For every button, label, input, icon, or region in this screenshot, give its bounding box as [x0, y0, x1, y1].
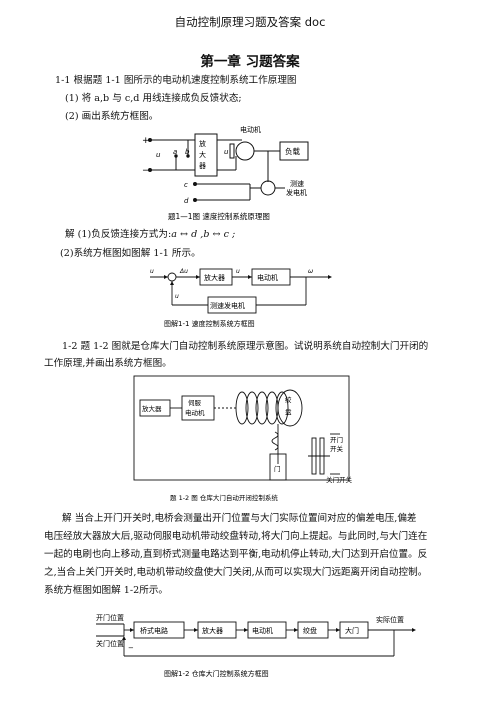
answer1-prefix: 解 (1)负反馈连接方式为:: [65, 229, 172, 240]
fig2-caption: 题 1-2 图 仓库大门自动开闭控制系统: [170, 493, 278, 502]
door-box: [269, 453, 287, 481]
amp-block-label: 放大器: [204, 273, 225, 282]
terminal-a: a: [173, 148, 177, 156]
motor-label: 电动机: [240, 126, 261, 134]
q1-answer1: 解 (1)负反馈连接方式为:a ↔ d ,b ↔ c ;: [65, 228, 235, 242]
amplifier-box: [194, 133, 218, 177]
tacho-circle: [260, 180, 276, 196]
speed-control-circuit-figure: + − u a b 放 大 器 u 电动机 负载 测速 发电机 c d 题1—1…: [142, 126, 309, 221]
drum-label-2: 盘: [285, 407, 292, 416]
ur-label: u: [156, 151, 161, 159]
door2-label: 大门: [345, 626, 359, 635]
tacho-block-label: 测速发电机: [210, 301, 245, 310]
feedback-minus: −: [128, 644, 134, 652]
answer1-formula: a ↔ d ,b ↔ c ;: [171, 229, 236, 240]
chapter-title: 第一章 习题答案: [200, 54, 300, 70]
ua-label: u: [224, 148, 229, 156]
terminal-c: c: [184, 181, 188, 189]
motor-circle: [235, 141, 255, 161]
minus-sign: −: [142, 166, 150, 176]
servo-label-1: 伺服: [188, 399, 202, 407]
q2-answer-line: 电压经放大器放大后,驱动伺服电动机带动绞盘转动,将大门向上提起。与此同时,与大门…: [44, 531, 428, 542]
q2-text-line2: 工作原理,并画出系统方框图。: [44, 358, 172, 369]
open-switch-label-1: 开门: [330, 435, 343, 444]
plus-sign: +: [142, 136, 150, 146]
load-label: 负载: [285, 146, 300, 156]
q1-answer2: (2)系统方框图如图解 1-1 所示。: [60, 248, 201, 259]
tacho-label-2: 发电机: [286, 188, 307, 197]
uf-label: u: [175, 293, 179, 300]
q1-item2: (2) 画出系统方框图。: [65, 111, 159, 122]
amp-char-3: 器: [199, 162, 206, 170]
amp-char-2: 大: [199, 150, 206, 159]
open-switch-label-2: 开关: [330, 444, 344, 453]
close-switch-label: 关门开关: [326, 475, 353, 484]
close-pos-label: 关门位置: [96, 639, 124, 648]
servo-label-2: 电动机: [185, 408, 205, 417]
speed-control-block-diagram: u Δu u ω u 放大器 电动机 测速发电机 图解1-1 速度控制系统方框图: [150, 268, 332, 328]
q2-answer-line: 系统方框图如图解 1-2所示。: [44, 585, 169, 596]
terminal-d: d: [184, 197, 189, 205]
bridge-label: 桥式电路: [140, 626, 168, 635]
q1-item1: (1) 将 a,b 与 c,d 用线连接成负反馈状态;: [65, 93, 242, 104]
motor2-label: 电动机: [252, 626, 273, 635]
actual-pos-label: 实际位置: [376, 615, 404, 624]
q2-answer-line: 一起的电刷也向上移动,直到桥式测量电路达到平衡,电动机停止转动,大门达到开启位置…: [44, 549, 428, 560]
q1-text: 1-1 根据题 1-1 图所示的电动机速度控制系统工作原理图: [55, 75, 297, 86]
warehouse-door-figure: 放大器 伺服 电动机 绞 盘 门 开门 开关 关门开关 题 1-2 图 仓库大门…: [133, 375, 353, 502]
omega-label: ω: [308, 268, 313, 275]
load-box: [279, 141, 309, 161]
drum2-label: 绞盘: [303, 626, 317, 635]
sum-junction: [167, 272, 177, 282]
motor-block-label: 电动机: [257, 273, 278, 282]
ua-block-label: u: [236, 268, 240, 275]
block2-caption: 图解1-2 仓库大门控制系统方框图: [164, 669, 269, 678]
open-pos-label: 开门位置: [96, 613, 124, 622]
amp2-label: 放大器: [202, 626, 223, 635]
du-label: Δu: [179, 268, 188, 275]
q2-text-line1: 1-2 题 1-2 图就是仓库大门自动控制系统原理示意图。试说明系统自动控制大门…: [62, 341, 429, 352]
terminal-b: b: [185, 148, 190, 156]
q2-answer: 解 当合上开门开关时,电桥会测量出开门位置与大门实际位置间对应的偏差电压,偏差 …: [44, 512, 464, 598]
ui-label: u: [150, 268, 154, 275]
fig1-caption: 题1—1图 速度控制系统原理图: [168, 211, 270, 221]
door-amp-label: 放大器: [142, 404, 162, 413]
page-header: 自动控制原理习题及答案 doc: [174, 15, 326, 29]
q2-answer-line: 解 当合上开门开关时,电桥会测量出开门位置与大门实际位置间对应的偏差电压,偏差: [62, 513, 417, 524]
drum-label-1: 绞: [285, 395, 292, 404]
block1-caption: 图解1-1 速度控制系统方框图: [164, 319, 255, 328]
amp-char-1: 放: [199, 139, 206, 148]
door-label: 门: [274, 464, 281, 473]
q2-answer-line: 之,当合上关门开关时,电动机带动绞盘使大门关闭,从而可以实现大门远距离开闭自动控…: [44, 567, 428, 578]
drum-ellipse: [277, 389, 303, 427]
door-control-block-diagram: 开门位置 关门位置 − 桥式电路 放大器 电动机 绞盘 大门 实际位置 图解1-…: [96, 613, 416, 678]
tacho-label-1: 测速: [290, 180, 304, 188]
